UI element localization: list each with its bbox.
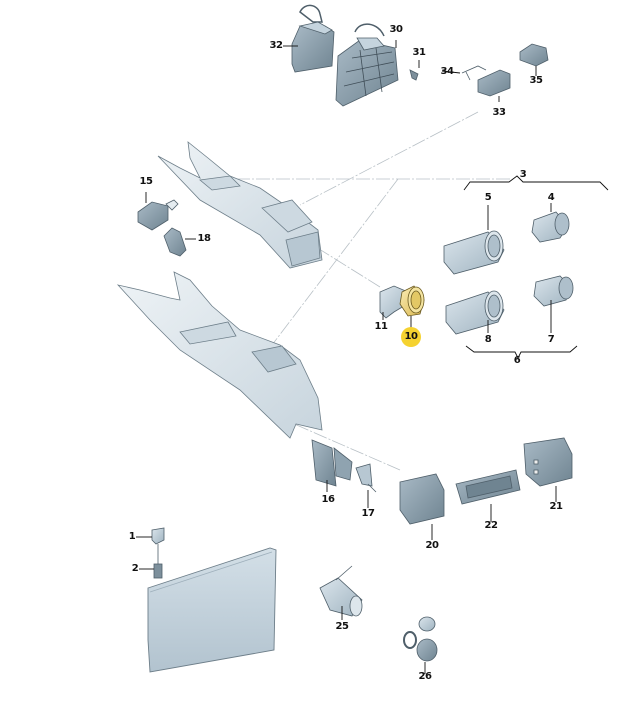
part-33-switch	[477, 69, 511, 97]
label-part-3[interactable]: 3	[519, 169, 527, 180]
label-part-22[interactable]: 22	[484, 520, 498, 531]
part-1-fastener	[151, 527, 165, 564]
part-2-spacer	[153, 563, 163, 579]
label-part-10-text: 10	[404, 331, 418, 342]
part-35-module	[519, 43, 549, 67]
label-part-16[interactable]: 16	[321, 494, 335, 505]
label-part-17[interactable]: 17	[361, 508, 375, 519]
label-part-15[interactable]: 15	[139, 176, 153, 187]
part-4-plug	[531, 211, 570, 243]
label-part-10-highlighted[interactable]: 10	[401, 327, 421, 347]
part-17-clip	[355, 463, 377, 493]
label-part-4[interactable]: 4	[547, 192, 555, 203]
label-part-21[interactable]: 21	[549, 501, 563, 512]
part-22-panel	[455, 469, 521, 505]
part-21-switch	[523, 437, 573, 487]
part-16-panel	[311, 439, 353, 487]
label-part-35[interactable]: 35	[529, 75, 543, 86]
label-part-8[interactable]: 8	[484, 334, 492, 345]
part-8-socket-housing	[445, 290, 505, 335]
ref-line-33	[299, 111, 479, 206]
label-part-20[interactable]: 20	[425, 540, 439, 551]
label-part-25[interactable]: 25	[335, 621, 349, 632]
label-part-33[interactable]: 33	[492, 107, 506, 118]
part-32-storage-module	[291, 4, 335, 73]
part-25-socket	[319, 565, 363, 617]
label-part-30[interactable]: 30	[389, 24, 403, 35]
part-7-plug	[533, 275, 574, 307]
label-part-6[interactable]: 6	[513, 355, 521, 366]
part-11-bracket	[379, 285, 409, 319]
part-5-socket-housing	[443, 230, 505, 275]
center-console-lower	[116, 271, 323, 439]
label-part-7[interactable]: 7	[547, 334, 555, 345]
part-26-usb-socket	[403, 616, 438, 662]
label-part-1[interactable]: 1	[128, 531, 136, 542]
label-part-32[interactable]: 32	[269, 40, 283, 51]
label-part-18[interactable]: 18	[197, 233, 211, 244]
label-part-2[interactable]: 2	[131, 563, 139, 574]
part-20-switch	[399, 473, 445, 525]
ref-line-3b	[271, 178, 399, 346]
part-10-highlighted-socket	[399, 285, 425, 317]
label-part-34[interactable]: 34	[440, 66, 454, 77]
reference-lines	[235, 111, 510, 471]
part-34-clip	[461, 65, 487, 81]
leader-lines	[136, 40, 609, 674]
label-part-31[interactable]: 31	[412, 47, 426, 58]
storage-net	[147, 547, 277, 673]
label-part-26[interactable]: 26	[418, 671, 432, 682]
ref-line-11	[299, 236, 381, 288]
part-15-lamp	[137, 199, 179, 231]
part-31-screw	[409, 69, 419, 81]
label-part-5[interactable]: 5	[484, 192, 492, 203]
part-30-storage-bin	[335, 23, 399, 107]
part-18-bulb-holder	[163, 227, 187, 257]
label-part-11[interactable]: 11	[374, 321, 388, 332]
center-console-upper	[157, 141, 323, 269]
